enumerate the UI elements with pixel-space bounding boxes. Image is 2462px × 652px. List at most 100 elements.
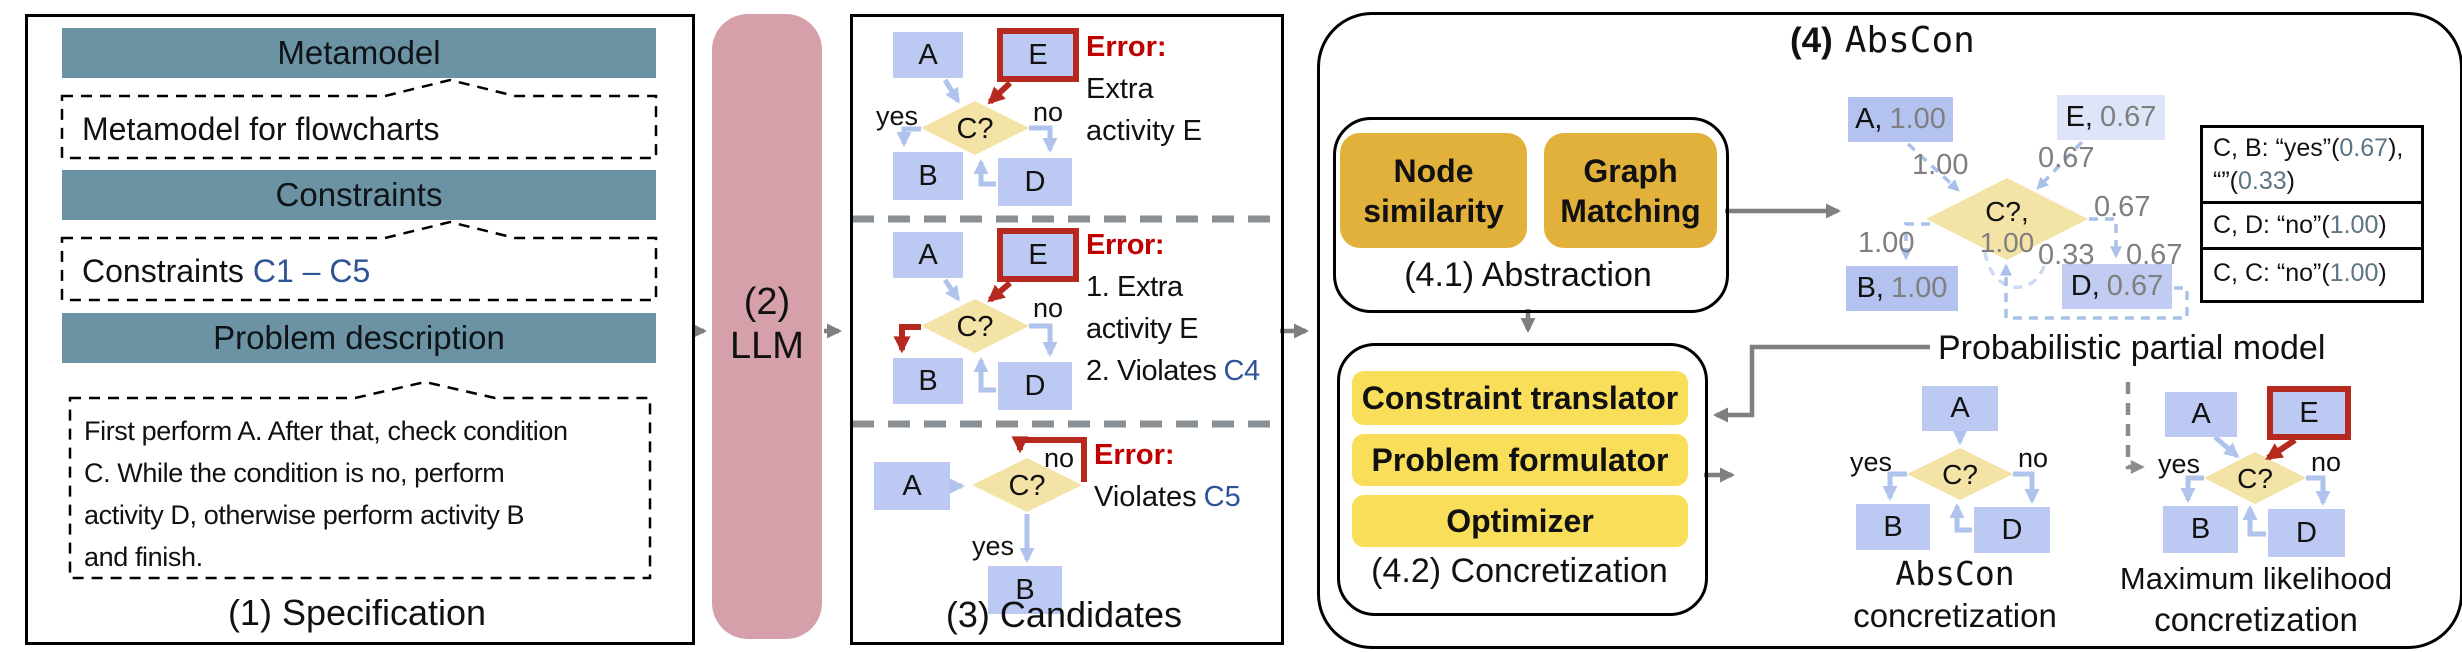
pm-node-d-prob: 0.67 [2106,270,2164,302]
ac-edge-no-to-d [2013,471,2040,504]
pm-node-b: B,1.00 [1846,266,1958,311]
node-similarity-line2: similarity [1363,192,1504,229]
c1-error-line2: activity E [1086,115,1203,147]
ml-conc-label1: Maximum likelihood [2119,561,2393,596]
c2-no-label: no [1033,293,1064,323]
ml-edge-a-to-c [2213,435,2240,458]
c2-node-b-label: B [918,364,938,397]
ml-node-a-label: A [2191,398,2211,430]
pm-edge-d-loop [2000,263,2189,320]
constraints-range: C1 – C5 [252,253,371,289]
c1-edge-d-loop [973,159,996,187]
ml-edge-yes-to-b [2180,475,2204,503]
ac-diamond-label: C? [1942,459,1978,490]
pm-edge-label-cd-left: 0.33 [2038,239,2095,271]
abscon-conc-edges [1882,430,2040,533]
llm-step: (2) [743,281,791,323]
legend-row-cc-line: C, C: “no”(1.00) [2213,257,2421,290]
problem-line-4: and finish. [84,542,203,572]
pm-edge-label-ec: 0.67 [2038,142,2095,174]
pm-edge-label-ac: 1.00 [1912,149,1969,181]
c1-error-title: Error: [1086,31,1167,63]
abscon-conc-label1: AbsCon [1895,554,2015,593]
diamond-candidate2 [921,299,1029,353]
c2-edge-d-loop [973,357,996,393]
metamodel-header-label: Metamodel [277,34,441,71]
ac-node-d: D [1974,507,2050,553]
c1-edge-e-to-c [987,80,1013,105]
problem-formulator-label: Problem formulator [1371,441,1669,478]
c3-node-a: A [874,462,950,510]
pm-diamond-name: C?, [1985,196,2029,227]
ml-node-d-label: D [2296,516,2317,549]
pm-edge-c-to-d [2089,217,2122,259]
legend-cc-text2: ) [2378,259,2387,287]
c2-edge-no-to-d [1029,323,1058,357]
c3-error-line1-ref: C5 [1203,481,1241,513]
diamond-candidate1 [921,101,1029,155]
legend-cb-num2: 0.33 [2237,166,2287,195]
c2-error-line2: activity E [1086,313,1199,345]
concretization-caption: (4.2) Concretization [1371,552,1668,590]
c2-error-line3-ref: C4 [1223,355,1261,387]
constraints-header: Constraints [62,170,656,220]
c1-yes-label: yes [876,101,919,131]
ml-edge-d-loop [2242,505,2266,537]
specification-caption: (1) Specification [227,592,487,633]
decision-diamonds [921,101,2306,512]
c1-error-text: Error: Extra activity E [1086,26,1202,152]
c2-node-e-label: E [1028,238,1048,271]
diamond-pmodel [1926,178,2088,260]
candidates-panel [850,14,1284,645]
pm-edge-label-cd-upper: 0.67 [2094,191,2151,223]
pm-node-a: A,1.00 [1848,97,1953,142]
abscon-panel [1317,12,2462,649]
ac-yes-label: yes [1850,447,1893,477]
c2-edge-c-to-b-red [893,324,921,354]
pm-node-d-name: D, [2070,270,2100,302]
candidate3-edges [950,478,1035,563]
c3-no-label: no [1044,443,1075,473]
pm-node-e-name: E, [2065,101,2093,133]
candidate2-edges [942,278,1058,393]
ml-conc-edges [2180,435,2331,537]
concretization-box [1337,343,1708,616]
legend-cd-text1: C, D: “no”( [2213,211,2330,239]
candidate1-edges [896,78,1058,187]
legend-row-cd: C, D: “no”(1.00) [2203,204,2421,250]
legend-cc-text1: C, C: “no”( [2213,259,2330,287]
legend-row-cc: C, C: “no”(1.00) [2203,250,2421,297]
c2-node-a: A [893,232,963,278]
c1-edge-no-to-d [1029,125,1058,153]
c3-error-title: Error: [1094,439,1175,471]
problem-header-label: Problem description [213,319,505,356]
llm-stage [712,14,822,639]
ml-conc-label2: concretization [2154,601,2358,638]
ml-node-d: D [2268,509,2345,557]
metamodel-value: Metamodel for flowcharts [82,111,440,147]
pm-edge-e-to-c [2036,140,2084,190]
legend-cc-num1: 1.00 [2329,259,2379,287]
legend-cb-num1: 0.67 [2339,133,2389,162]
ac-no-label: no [2018,443,2049,473]
ml-node-e: E [2267,386,2351,440]
pm-node-e-prob: 0.67 [2099,101,2157,133]
c2-diamond-label: C? [956,311,994,343]
ml-edge-no-to-d [2306,475,2331,506]
problem-header: Problem description [62,313,656,363]
pm-node-b-name: B, [1856,272,1884,304]
ml-yes-label: yes [2158,449,2201,479]
ml-no-label: no [2311,447,2342,477]
legend-cb-text1: C, B: “yes”( [2213,133,2340,162]
ac-node-b: B [1856,504,1930,550]
legend-row-cb: C, B: “yes”(0.67), “”(0.33) [2203,128,2421,204]
problem-line-1: First perform A. After that, check condi… [84,416,568,446]
pm-node-a-prob: 1.00 [1889,103,1946,135]
c1-diamond-label: C? [956,113,994,145]
problem-formulator-box: Problem formulator [1352,434,1688,486]
problem-line-2: C. While the condition is no, perform [84,458,505,488]
